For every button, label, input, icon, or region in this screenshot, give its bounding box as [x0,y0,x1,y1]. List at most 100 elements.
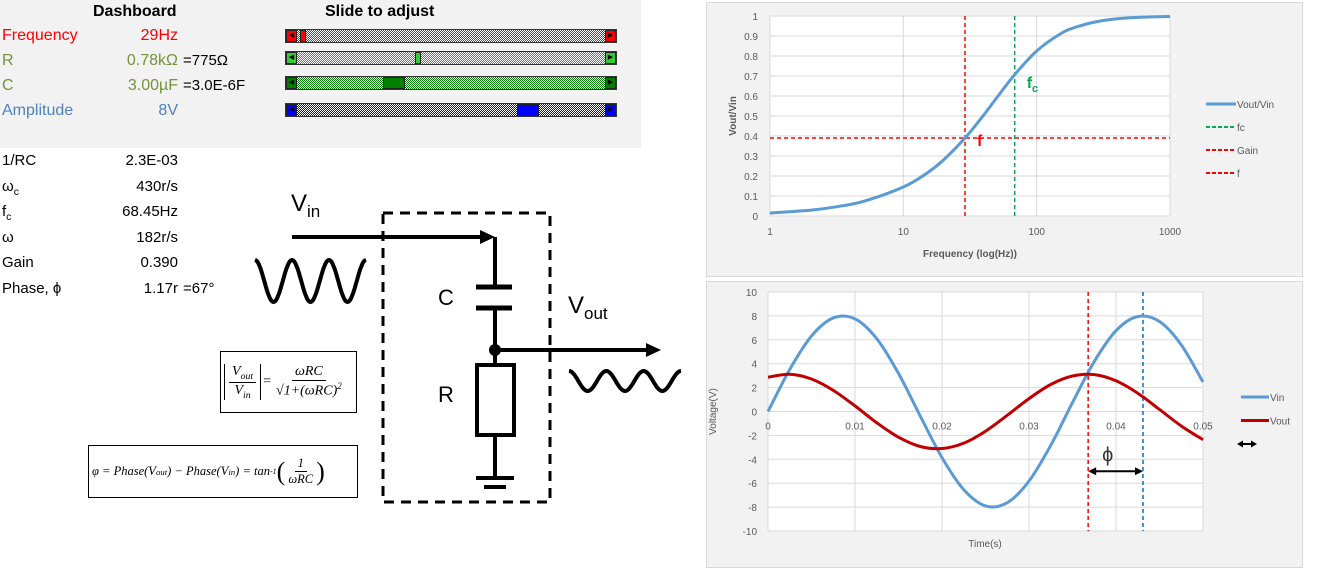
y-tick-label: 2 [751,384,757,395]
param-converted-value: =3.0E-6F [183,77,246,94]
legend-arrow-head [1251,440,1257,448]
legend-label: Gain [1237,146,1258,157]
fc-annotation-sub: c [1032,83,1038,95]
x-axis-title: Time(s) [968,539,1002,550]
phase-arrow-left-head [1088,467,1097,476]
param-label: Gain [2,254,34,272]
x-tick-label: 0.05 [1193,422,1213,433]
x-tick-label: 10 [898,227,910,238]
slider-thumb[interactable] [517,104,540,116]
x-tick-label: 0.02 [932,422,952,433]
dashboard-title: Dashboard [93,3,177,20]
slider-r[interactable]: ◀ ▶ [285,51,617,65]
slider-left-arrow-button[interactable]: ◀ [286,52,297,64]
y-tick-label: 0.2 [744,172,758,183]
x-tick-label: 100 [1028,227,1045,238]
vout-label: Vout [568,292,608,323]
slider-title: Slide to adjust [325,3,435,20]
param-value[interactable]: 0.78kΩ [126,52,178,69]
y-tick-label: -4 [748,455,757,466]
param-label: ω [2,228,14,246]
slider-thumb[interactable] [382,77,405,89]
slider-right-arrow-button[interactable]: ▶ [605,52,616,64]
param-value: 0.390 [140,254,178,272]
y-tick-label: 0.5 [744,112,758,123]
x-tick-label: 1 [767,227,773,238]
capacitor-label: C [438,285,454,310]
param-label: ωc [2,177,19,198]
param-value[interactable]: 29Hz [140,27,178,44]
fc-annotation-text: f [1027,75,1033,92]
dashboard-row-c: C 3.00µF =3.0E-6F [0,77,260,99]
param-label: Amplitude [2,102,74,119]
y-tick-label: 0.8 [744,52,758,63]
circuit-boundary-box [381,211,552,504]
slider-c[interactable]: ◀ ▶ [285,76,617,90]
x-tick-label: 0 [765,422,771,433]
resistor-symbol [475,363,516,437]
param-label: 1/RC [2,152,37,169]
param-value: 1.17r [143,280,178,297]
y-tick-label: 0.3 [744,152,758,163]
input-wire [292,230,495,244]
dashboard-panel: Dashboard Slide to adjust Frequency 29Hz… [0,0,641,148]
slider-amplitude[interactable]: ◀ ▶ [285,103,617,117]
y-tick-label: 4 [751,360,757,371]
slider-right-arrow-button[interactable]: ▶ [605,77,616,89]
x-tick-label: 0.04 [1106,422,1126,433]
param-label: Phase, ϕ [2,280,62,297]
y-tick-label: 0 [751,408,757,419]
y-tick-label: 8 [751,312,757,323]
y-tick-label: -6 [748,479,757,490]
legend-label: fc [1237,123,1245,134]
y-tick-label: -10 [743,527,758,538]
legend-label: Vout/Vin [1237,100,1274,111]
y-tick-label: 0.9 [744,32,758,43]
param-label: C [2,77,14,94]
param-value: 182r/s [136,228,178,246]
x-tick-label: 0.03 [1019,422,1039,433]
legend-label: f [1237,169,1240,180]
slider-thumb[interactable] [300,30,307,42]
slider-left-arrow-button[interactable]: ◀ [286,104,297,116]
slider-right-arrow-button[interactable]: ▶ [605,104,616,116]
legend-arrow-head [1237,440,1243,448]
y-axis-title: Vout/Vin [728,96,739,136]
param-value[interactable]: 8V [158,102,178,119]
output-wire [495,343,661,357]
param-label: fc [2,203,12,224]
computed-param-row: Phase, ϕ 1.17r =67° [0,280,260,304]
computed-param-row: ωc 430r/s [0,178,260,202]
ground-icon [476,476,514,489]
computed-param-row: 1/RC 2.3E-03 [0,152,260,176]
fc-annotation: fc [1027,75,1038,95]
y-tick-label: 0.1 [744,192,758,203]
slider-thumb[interactable] [414,52,421,64]
param-converted-value: =775Ω [183,52,228,69]
slider-frequency[interactable]: ◀ ▶ [285,29,617,43]
x-tick-label: 0.01 [845,422,865,433]
dashboard-row-amplitude: Amplitude 8V [0,102,260,124]
legend-label: Vout [1270,417,1290,428]
computed-param-row: ω 182r/s [0,229,260,253]
x-tick-label: 1000 [1159,227,1182,238]
y-tick-label: 0 [752,212,758,223]
slider-right-arrow-button[interactable]: ▶ [605,30,616,42]
y-tick-label: 6 [751,336,757,347]
y-tick-label: 1 [752,12,758,23]
vin-label: Vin [291,190,320,221]
x-axis-title: Frequency (log(Hz)) [923,249,1017,260]
slider-left-arrow-button[interactable]: ◀ [286,30,297,42]
y-tick-label: 10 [746,288,758,299]
input-sine-wave-icon [254,257,367,305]
gain-curve [769,14,1171,215]
y-axis-title: Voltage(V) [708,388,719,435]
legend-label: Vin [1270,393,1284,404]
param-value[interactable]: 3.00µF [127,77,178,94]
rc-circuit-diagram: Vin Vout C R [254,190,682,504]
slider-left-arrow-button[interactable]: ◀ [286,77,297,89]
dashboard-row-frequency: Frequency 29Hz [0,27,260,49]
phase-label: ϕ [1102,444,1113,466]
param-value: 2.3E-03 [125,152,178,169]
